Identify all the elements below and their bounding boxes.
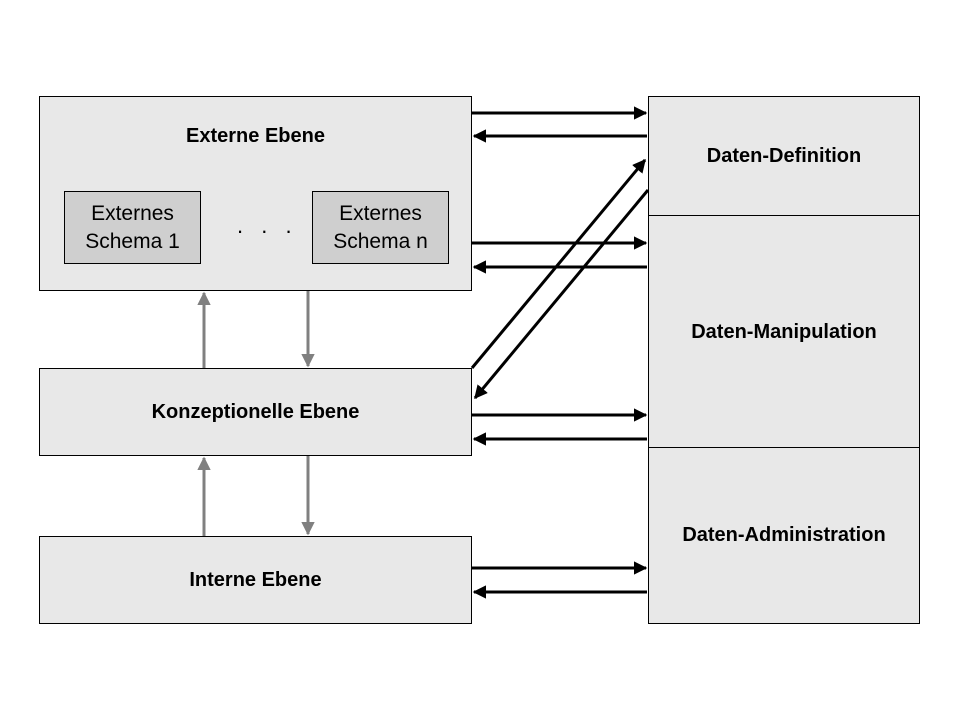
data-manipulation-label: Daten-Manipulation: [691, 321, 877, 343]
external-schema-n-box: Externes Schema n: [312, 191, 449, 264]
functions-divider-2: [649, 447, 919, 448]
external-schema-1-box: Externes Schema 1: [64, 191, 201, 264]
conceptual-level-box: Konzeptionelle Ebene: [39, 368, 472, 456]
functions-box: Daten-Definition Daten-Manipulation Date…: [648, 96, 920, 624]
external-schema-1-line1: Externes: [91, 201, 174, 225]
conceptual-level-title: Konzeptionelle Ebene: [151, 401, 360, 423]
external-schema-1-line2: Schema 1: [85, 229, 180, 253]
external-level-title: Externe Ebene: [186, 125, 325, 147]
external-schema-n-line2: Schema n: [333, 229, 428, 253]
data-definition-label: Daten-Definition: [706, 145, 862, 167]
data-administration-label: Daten-Administration: [682, 524, 886, 546]
arrow-definition-to-conceptual: [473, 189, 650, 400]
functions-divider-1: [649, 215, 919, 216]
internal-level-title: Interne Ebene: [189, 569, 322, 591]
schema-ellipsis: . . .: [237, 213, 298, 238]
arrow-conceptual-to-definition: [470, 158, 647, 369]
internal-level-box: Interne Ebene: [39, 536, 472, 624]
external-level-box: Externe Ebene Externes Schema 1 . . . Ex…: [39, 96, 472, 291]
external-schema-n-line1: Externes: [339, 201, 422, 225]
